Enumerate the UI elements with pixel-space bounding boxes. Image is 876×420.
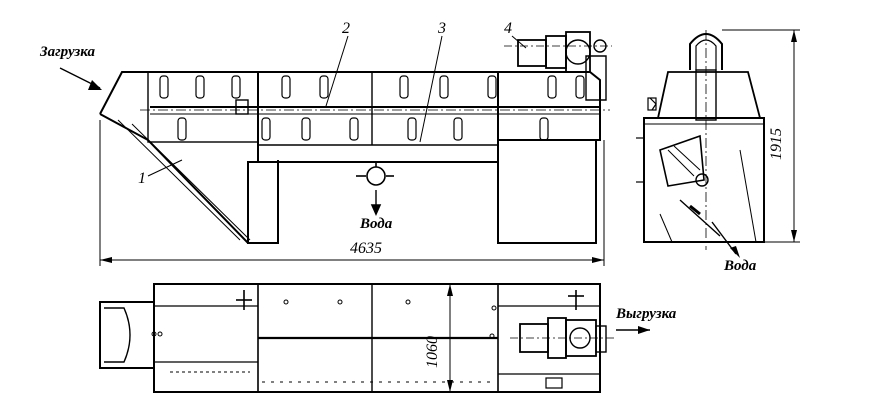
- callout-4: 4: [504, 20, 512, 37]
- water-label-side: Вода: [724, 258, 757, 274]
- hopper-slope: [99, 113, 279, 244]
- callout-1: 1: [138, 170, 146, 187]
- unloading-label: Выгрузка: [616, 306, 677, 322]
- drive-motor: [504, 31, 612, 101]
- callout-3: 3: [438, 20, 446, 37]
- front-view: [59, 31, 612, 266]
- dimension-length: 4635: [350, 240, 382, 257]
- dimension-height: 1915: [768, 128, 785, 160]
- water-label-center: Вода: [360, 216, 393, 232]
- support-right: [497, 139, 597, 244]
- plan-motor: [510, 317, 614, 359]
- side-view: [636, 29, 800, 258]
- tank-body: [257, 71, 499, 163]
- plan-hopper: [99, 301, 155, 369]
- loading-label: Загрузка: [40, 44, 96, 60]
- support-left: [247, 161, 279, 244]
- dimension-width: 1060: [424, 336, 441, 368]
- callout-2: 2: [342, 20, 350, 37]
- water-valve-center: [356, 162, 394, 216]
- plan-view: [99, 283, 650, 393]
- side-body: [643, 117, 765, 243]
- paddle-slots: [159, 75, 585, 141]
